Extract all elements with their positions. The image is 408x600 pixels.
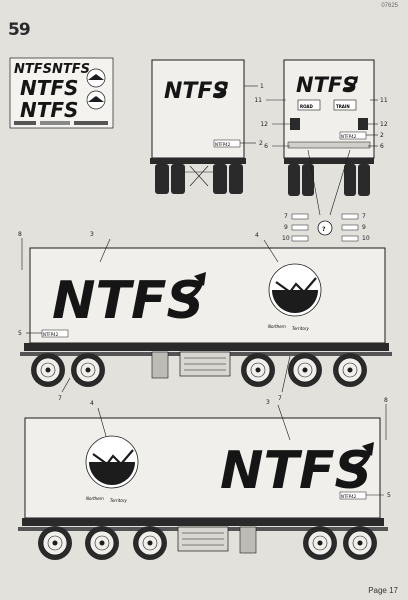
callout-8-side1: 8 xyxy=(18,231,22,238)
legend-9-left: 9 xyxy=(284,224,288,231)
callout-4-side2: 4 xyxy=(90,400,94,407)
front-view-trailer: NTFS ROAD TRAIN NTFP42 11 11 12 12 2 6 6 xyxy=(254,59,388,216)
decal-line-2: NTFS xyxy=(52,62,90,77)
callout-8-side2: 8 xyxy=(384,397,388,404)
decal-line-4: NTFS xyxy=(20,98,78,122)
light-legend: ? 7 9 10 7 9 10 xyxy=(282,213,370,242)
step-number: 59 xyxy=(8,20,31,40)
callout-3-side2: 3 xyxy=(266,399,270,406)
callout-4-side1: 4 xyxy=(255,232,259,239)
legend-9-right: 9 xyxy=(362,224,366,231)
decal-line-3: NTFS xyxy=(20,76,78,100)
callout-5-side1: 5 xyxy=(18,330,22,337)
callout-6-left: 6 xyxy=(264,143,268,150)
callout-12-left: 12 xyxy=(260,121,268,128)
callout-11-right: 11 xyxy=(380,97,388,104)
side1-ntfs-text: NTFS xyxy=(52,271,204,331)
front-ntfs-text: NTFS xyxy=(296,73,357,97)
callout-3-side1: 3 xyxy=(90,231,94,238)
rear-view-trailer: NTFS NTFP42 1 2 xyxy=(150,59,264,194)
side2-placard-text: NTFP42 xyxy=(341,494,357,499)
side2-territory-2: Territory xyxy=(110,498,127,503)
side2-ntfs-text: NTFS xyxy=(220,441,372,501)
legend-10-right: 10 xyxy=(362,235,370,242)
document-id: 07625 xyxy=(381,3,398,9)
question-mark: ? xyxy=(322,226,326,233)
callout-2-front: 2 xyxy=(380,132,384,139)
callout-11-left: 11 xyxy=(254,97,262,104)
legend-10-left: 10 xyxy=(282,235,290,242)
callout-7-side1-right: 7 xyxy=(278,395,282,402)
question-marker xyxy=(317,220,333,236)
callout-5-side2: 5 xyxy=(387,492,391,499)
decal-line-1: NTFS xyxy=(14,62,52,77)
callout-12-right: 12 xyxy=(380,121,388,128)
callout-1: 1 xyxy=(260,83,264,90)
side1-placard-text: NTFP42 xyxy=(43,332,59,337)
side-view-trailer-1: NTFS Northern Territory NTFP42 3 4 8 5 7… xyxy=(18,231,392,402)
page-number: Page 17 xyxy=(368,586,398,595)
side1-territory-1: Northern xyxy=(268,324,286,329)
decal-sheet: NTFS NTFS NTFS NTFS xyxy=(9,57,114,129)
callout-7-side1-left: 7 xyxy=(58,395,62,402)
rear-ntfs-text: NTFS xyxy=(164,79,228,104)
side2-territory-1: Northern xyxy=(86,496,104,501)
front-placard-text: NTFP42 xyxy=(341,134,357,139)
rear-placard-text: NTFP42 xyxy=(215,142,231,147)
side1-territory-2: Territory xyxy=(292,326,309,331)
callout-6-right: 6 xyxy=(380,143,384,150)
side-view-trailer-2: Northern Territory NTFS NTFP42 4 3 8 5 xyxy=(18,397,391,561)
train-decal: TRAIN xyxy=(336,104,350,109)
legend-7-left: 7 xyxy=(284,213,288,220)
legend-7-right: 7 xyxy=(362,213,366,220)
road-decal: ROAD xyxy=(300,104,313,109)
callout-2-rear: 2 xyxy=(259,140,263,147)
